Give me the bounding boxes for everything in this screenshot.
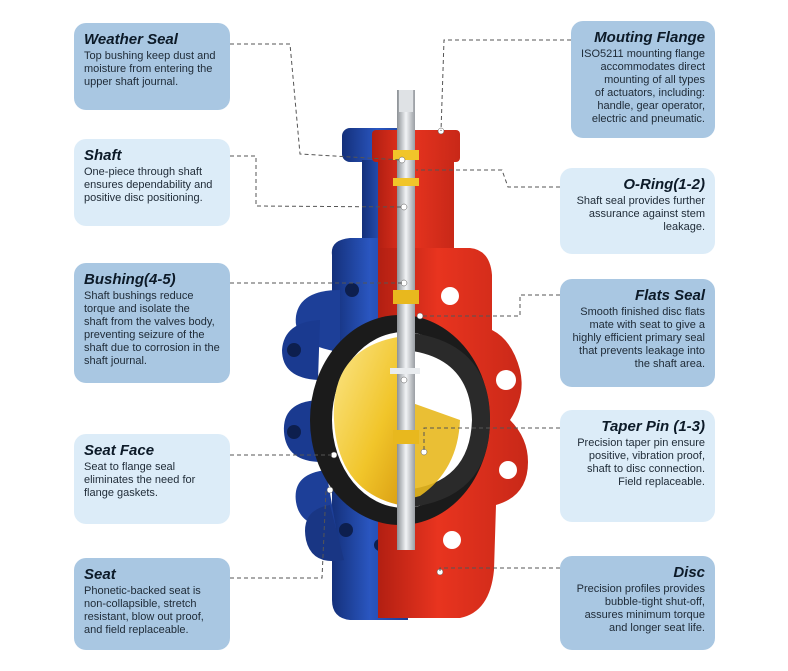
mouting-flange-title: Mouting Flange [594, 29, 705, 46]
disc-callout: Disc Precision profiles provides bubble-… [560, 556, 715, 650]
shaft-text: One-piece through shaft ensures dependab… [84, 166, 213, 204]
taper-pin-title: Taper Pin (1-3) [601, 418, 705, 435]
leader-dots [326, 127, 445, 576]
seat-face-title: Seat Face [84, 442, 155, 459]
weather-seal-text: Top bushing keep dust and moisture from … [84, 50, 216, 88]
taper-pin-text: Precision taper pin ensure positive, vib… [577, 437, 705, 488]
seat-face-callout: Seat Face Seat to flange seal eliminates… [74, 434, 230, 524]
disc-title: Disc [673, 564, 705, 581]
valve-disc [333, 336, 460, 506]
flats-seal-callout: Flats Seal Smooth finished disc flats ma… [560, 279, 715, 387]
o-ring-title: O-Ring(1-2) [623, 176, 705, 193]
flats-seal-text: Smooth finished disc flats mate with sea… [572, 306, 705, 370]
weather-seal-callout: Weather Seal Top bushing keep dust and m… [74, 23, 230, 110]
weather-seal-title: Weather Seal [84, 31, 178, 48]
mouting-flange-callout: Mouting Flange ISO5211 mounting flange a… [571, 21, 715, 138]
bushing-title: Bushing(4-5) [84, 271, 176, 288]
seat-callout: Seat Phonetic-backed seat is non-collaps… [74, 558, 230, 650]
o-ring-callout: O-Ring(1-2) Shaft seal provides further … [560, 168, 715, 254]
seat-title: Seat [84, 566, 116, 583]
seat-text: Phonetic-backed seat is non-collapsible,… [84, 585, 204, 636]
mouting-flange-text: ISO5211 mounting flange accommodates dir… [581, 48, 705, 125]
flats-seal-title: Flats Seal [634, 287, 705, 304]
seat-face-text: Seat to flange seal eliminates the need … [84, 461, 196, 499]
leader-lines [230, 39, 571, 579]
bushing-text: Shaft bushings reduce torque and isolate… [84, 290, 220, 367]
bushing-callout: Bushing(4-5) Shaft bushings reduce torqu… [74, 263, 230, 383]
shaft-title: Shaft [84, 147, 122, 164]
o-ring-text: Shaft seal provides further assurance ag… [576, 195, 705, 233]
disc-text: Precision profiles provides bubble-tight… [576, 583, 705, 634]
shaft-callout: Shaft One-piece through shaft ensures de… [74, 139, 230, 226]
taper-pin-callout: Taper Pin (1-3) Precision taper pin ensu… [560, 410, 715, 522]
